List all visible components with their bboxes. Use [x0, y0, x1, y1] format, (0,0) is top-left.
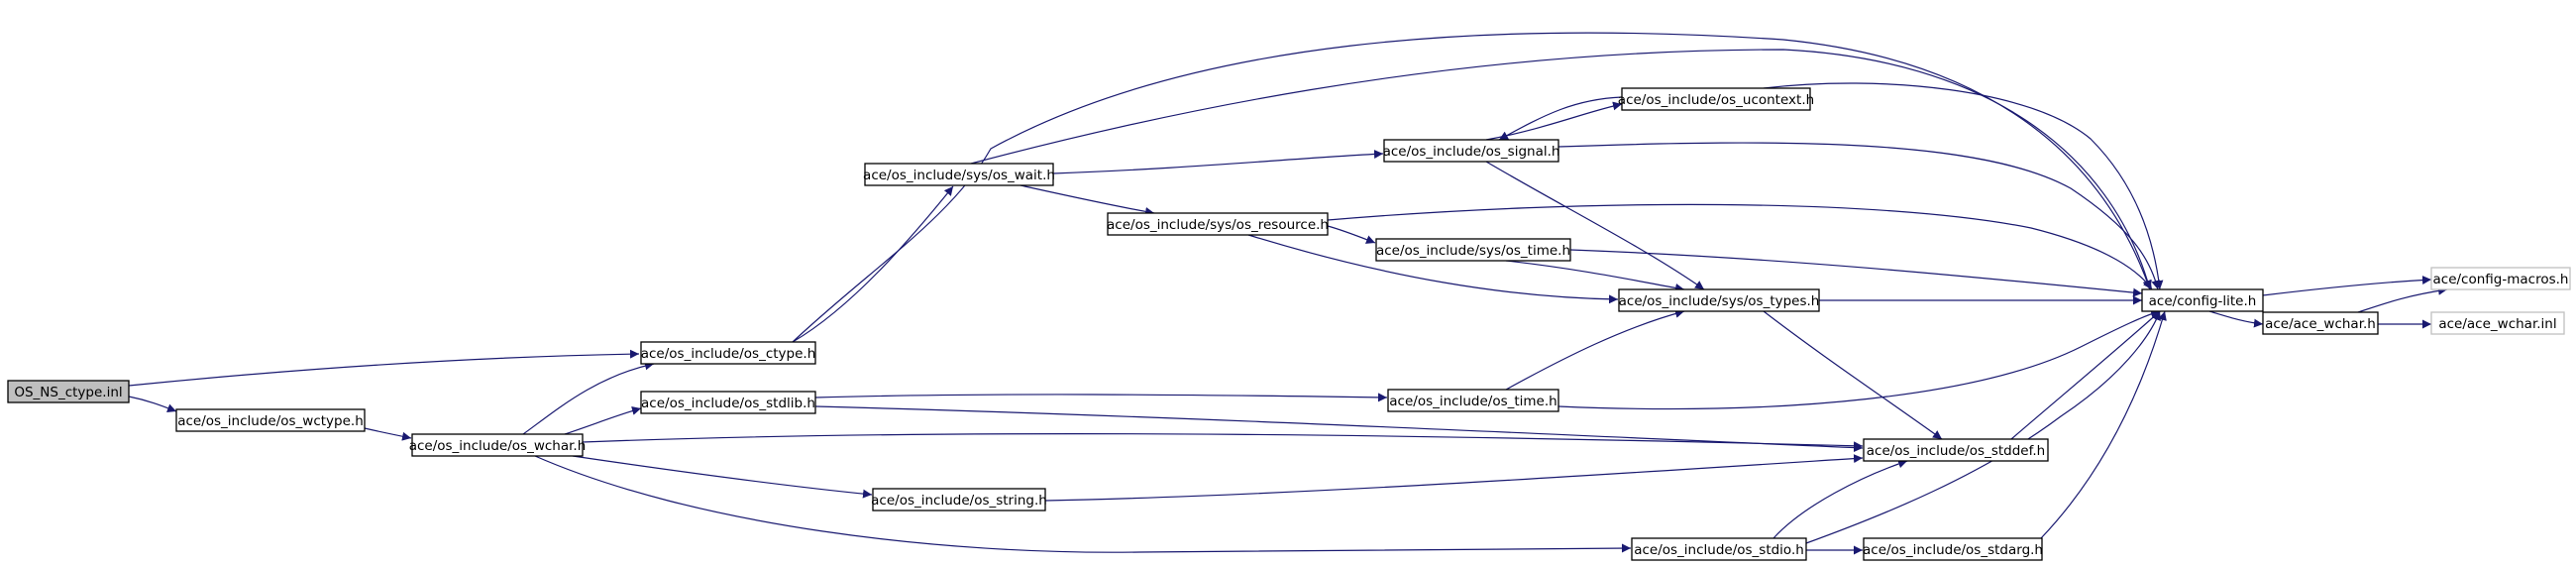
edge-ace-wchar-h-to-config-macros [2357, 285, 2448, 313]
node-label: ace/os_include/os_signal.h [1383, 144, 1560, 160]
node-label: OS_NS_ctype.inl [14, 385, 122, 400]
node-label: ace/os_include/sys/os_wait.h [863, 168, 1055, 183]
edge-os-wchar-to-os-stddef [582, 433, 1864, 451]
node-label: ace/os_include/sys/os_resource.h [1107, 217, 1329, 233]
edge-os-stdarg-to-config-lite [2040, 310, 2167, 539]
edge-os-resource-to-os-types [1247, 234, 1619, 304]
edge-os-types-to-os-stddef [1763, 310, 1943, 440]
edge-os-ucontext-to-config-lite [1763, 82, 2164, 290]
node-box [2430, 311, 2565, 335]
edge-os-ctype-to-os-wait [792, 185, 954, 343]
node-label: ace/os_include/os_stdlib.h [641, 396, 815, 411]
edge-layer [128, 32, 2448, 555]
node-box [1375, 238, 1571, 262]
node-os-ctype[interactable]: ace/os_include/os_ctype.h [640, 341, 816, 365]
node-label: ace/os_include/sys/os_time.h [1376, 243, 1570, 259]
edge-os-wait-to-os-resource [1020, 184, 1155, 216]
edge-os-stddef-to-config-lite [2010, 310, 2161, 440]
edge-os-systime-to-os-types [1505, 260, 1685, 292]
node-box [872, 488, 1046, 511]
edge-os-stdlib-to-os-stddef [814, 405, 1864, 453]
node-box [1618, 288, 1820, 312]
edge-os-signal-to-config-lite [1557, 142, 2161, 290]
edge-os-resource-to-os-systime [1327, 225, 1376, 244]
node-config-macros[interactable]: ace/config-macros.h [2430, 267, 2571, 290]
node-box [1107, 212, 1329, 236]
edge-os-signal-to-os-ucontext [1485, 101, 1623, 141]
node-box [1383, 139, 1559, 163]
edge-os-wchar-to-os-ctype [522, 361, 655, 435]
node-label: ace/os_include/os_string.h [871, 493, 1047, 509]
node-box [1863, 438, 2049, 462]
edge-os-wchar-to-os-string [572, 455, 873, 499]
edge-os-string-to-os-stddef [1044, 454, 1864, 502]
node-box [1631, 537, 1807, 561]
node-os-stdio[interactable]: ace/os_include/os_stdio.h [1631, 537, 1807, 561]
node-label: ace/os_include/os_ucontext.h [1618, 92, 1814, 108]
node-label: ace/config-lite.h [2149, 293, 2257, 309]
node-box [7, 380, 130, 403]
node-box [175, 408, 366, 432]
node-label: ace/config-macros.h [2433, 272, 2569, 287]
node-box [2430, 267, 2571, 290]
edge-os-wctype-to-os-wchar [364, 427, 412, 441]
edge-os-resource-to-config-lite [1327, 203, 2153, 290]
edge-os-ctype-to-config-lite [792, 32, 2152, 343]
node-box [2262, 311, 2379, 335]
node-os-wchar[interactable]: ace/os_include/os_wchar.h [409, 433, 587, 457]
node-box [640, 391, 816, 414]
node-ace-wchar-inl[interactable]: ace/ace_wchar.inl [2430, 311, 2565, 335]
node-label: ace/os_include/os_wctype.h [177, 413, 364, 429]
node-os-resource[interactable]: ace/os_include/sys/os_resource.h [1107, 212, 1329, 236]
node-label: ace/os_include/os_time.h [1389, 394, 1556, 409]
edge-os-stdio-to-config-lite [1805, 310, 2161, 544]
node-label: ace/os_include/os_stdarg.h [1863, 542, 2043, 558]
node-os-systime[interactable]: ace/os_include/sys/os_time.h [1375, 238, 1571, 262]
node-label: ace/os_include/os_stdio.h [1634, 542, 1804, 558]
node-config-lite[interactable]: ace/config-lite.h [2141, 288, 2264, 312]
edge-os-time-to-os-types [1505, 308, 1685, 391]
node-label: ace/ace_wchar.inl [2438, 316, 2556, 332]
edge-config-lite-to-config-macros [2262, 276, 2432, 296]
node-label: ace/os_include/os_ctype.h [641, 346, 816, 362]
node-label: ace/os_include/os_wchar.h [409, 438, 587, 454]
node-os-wait[interactable]: ace/os_include/sys/os_wait.h [863, 163, 1055, 186]
edge-os-wait-to-os-signal [1052, 149, 1384, 174]
edge-root-to-os-ctype [128, 349, 640, 387]
edge-os-wchar-to-os-stdlib [564, 406, 642, 435]
node-ace-wchar-h[interactable]: ace/ace_wchar.h [2262, 311, 2379, 335]
node-box [2141, 288, 2264, 312]
node-os-time[interactable]: ace/os_include/os_time.h [1387, 389, 1559, 412]
edge-os-signal-to-os-types [1485, 161, 1705, 290]
node-os-string[interactable]: ace/os_include/os_string.h [871, 488, 1047, 511]
edge-os-stdlib-to-os-time [814, 393, 1388, 402]
node-os-stddef[interactable]: ace/os_include/os_stddef.h [1863, 438, 2049, 462]
edge-root-to-os-wctype [128, 396, 177, 412]
edge-os-stdio-to-os-stddef [1772, 459, 1908, 539]
edge-config-lite-to-ace-wchar-h [2208, 310, 2264, 328]
node-box [1863, 537, 2043, 561]
node-box [411, 433, 584, 457]
edge-os-wchar-to-os-stdio [534, 455, 1632, 553]
edge-os-wait-to-config-lite [970, 49, 2152, 290]
edge-os-systime-to-config-lite [1569, 249, 2143, 297]
node-box [1387, 389, 1559, 412]
node-os-types[interactable]: ace/os_include/sys/os_types.h [1618, 288, 1820, 312]
node-label: ace/os_include/os_stddef.h [1867, 443, 2045, 459]
node-os-signal[interactable]: ace/os_include/os_signal.h [1383, 139, 1560, 163]
node-os-stdarg[interactable]: ace/os_include/os_stdarg.h [1863, 537, 2043, 561]
node-box [864, 163, 1054, 186]
edge-os-time-to-config-lite [1557, 308, 2161, 410]
node-box [1621, 87, 1811, 111]
edge-os-ucontext-to-os-signal [1498, 96, 1623, 141]
node-root[interactable]: OS_NS_ctype.inl [7, 380, 130, 403]
node-label: ace/os_include/sys/os_types.h [1619, 293, 1820, 309]
node-os-ucontext[interactable]: ace/os_include/os_ucontext.h [1618, 87, 1814, 111]
node-os-stdlib[interactable]: ace/os_include/os_stdlib.h [640, 391, 816, 414]
node-label: ace/ace_wchar.h [2265, 316, 2376, 332]
node-layer: OS_NS_ctype.inl ace/os_include/os_wctype.… [7, 87, 2571, 561]
node-os-wctype[interactable]: ace/os_include/os_wctype.h [175, 408, 366, 432]
node-box [640, 341, 816, 365]
